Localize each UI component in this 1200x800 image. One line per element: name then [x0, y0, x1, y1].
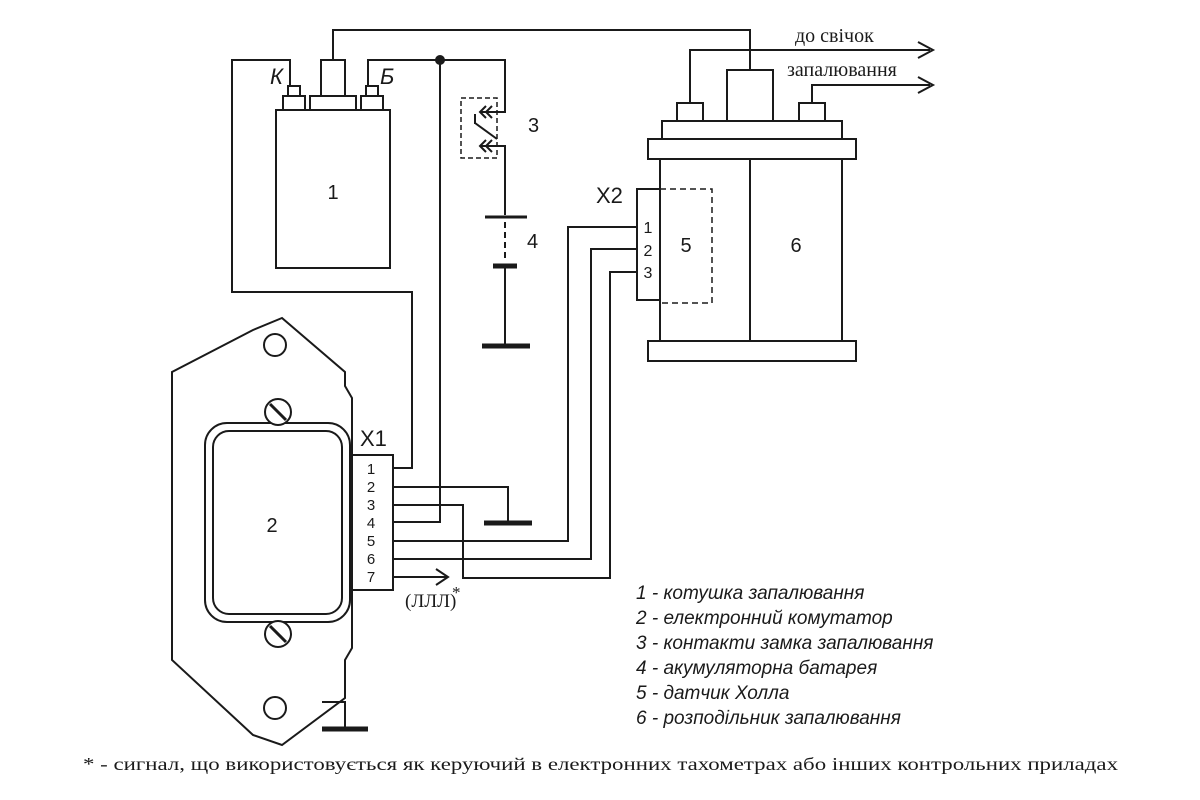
coil-number: 1 — [327, 182, 338, 204]
signal-pulse-label: (ЛЛЛ) — [405, 591, 456, 612]
screw-slots — [268, 402, 288, 644]
wire-b-to-x1-pin4 — [393, 60, 441, 523]
commutator-ground-wire — [322, 701, 346, 728]
hall-sensor-dashed-box — [659, 188, 713, 304]
x1-pin-7: 7 — [367, 569, 375, 586]
coil-terminal-b-label: Б — [380, 64, 394, 89]
mount-hole-top — [263, 333, 287, 357]
wire-x1-pin5-to-x2-pin1 — [393, 226, 637, 542]
x1-label: X1 — [360, 426, 387, 451]
wire-x1-pin2-to-ground — [393, 486, 509, 522]
coil-terminal-k-label: К — [270, 64, 284, 89]
switch-number: 3 — [528, 115, 539, 137]
distributor-cap-left-post — [676, 102, 704, 122]
coil-terminal-k — [282, 95, 306, 111]
x1-connector — [351, 454, 394, 591]
battery — [485, 215, 527, 269]
switch-blade — [474, 122, 498, 140]
switch-contact-upper — [478, 92, 506, 119]
legend-item-4: 4 - акумуляторна батарея — [636, 658, 877, 679]
coil-body — [275, 109, 391, 269]
distributor-bottom-flange — [647, 340, 857, 362]
footnote: * - сигнал, що використовується як керую… — [83, 754, 1118, 774]
x1-pin-4: 4 — [367, 515, 375, 532]
x1-pin-1: 1 — [367, 461, 375, 478]
x2-label: X2 — [596, 183, 623, 208]
output-label-line2: запалювання — [787, 59, 897, 81]
commutator-number: 2 — [266, 515, 277, 537]
commutator-inner-frame — [212, 430, 343, 615]
distributor-cap-base — [661, 120, 843, 140]
hall-sensor-number: 5 — [680, 235, 691, 257]
x1-pin-5: 5 — [367, 533, 375, 550]
wire-distributor-output-left — [689, 49, 930, 103]
legend-item-2: 2 - електронний комутатор — [635, 608, 893, 629]
legend-item-3: 3 - контакти замка запалювання — [636, 633, 933, 654]
wire-coil-to-distributor — [332, 29, 751, 70]
legend-item-5: 5 - датчик Холла — [636, 683, 789, 704]
screw-top-slot — [268, 402, 288, 422]
coil-terminal-b — [360, 95, 384, 111]
coil-terminal-k-top — [287, 85, 301, 97]
x1-pin-6: 6 — [367, 551, 375, 568]
arrowhead-output-top — [917, 41, 936, 59]
signal-arrowhead — [435, 568, 450, 586]
x1-pin-2: 2 — [367, 479, 375, 496]
screw-bottom-slot — [268, 624, 288, 644]
wires — [231, 29, 936, 586]
legend: 1 - котушка запалювання 2 - електронний … — [635, 583, 933, 729]
coil-terminal-center — [309, 95, 357, 111]
switch-contact-lower — [478, 139, 506, 153]
legend-item-6: 6 - розподільник запалювання — [636, 708, 901, 729]
output-label-line1: до свічок — [795, 25, 874, 47]
junction-node — [435, 55, 445, 65]
coil-terminal-b-top — [365, 85, 379, 97]
legend-item-1: 1 - котушка запалювання — [636, 583, 864, 604]
distributor-top-flange — [647, 138, 857, 160]
distributor — [636, 69, 857, 362]
wire-x1-pin6-to-x2-pin2 — [393, 248, 637, 560]
x2-pin-1: 1 — [644, 220, 653, 237]
x1-pin-3: 3 — [367, 497, 375, 514]
distributor-cap-center — [726, 69, 774, 122]
switch-dashed-box — [460, 97, 498, 159]
distributor-cap-right-post — [798, 102, 826, 122]
signal-asterisk: * — [452, 583, 461, 602]
ignition-switch — [460, 92, 506, 159]
mount-hole-bottom — [263, 696, 287, 720]
ignition-coil — [275, 59, 391, 269]
distributor-number: 6 — [790, 235, 801, 257]
x2-pin-2: 2 — [644, 243, 653, 260]
wire-k-to-x1-pin1 — [231, 59, 413, 469]
electronic-commutator — [171, 316, 394, 747]
x2-pin-3: 3 — [644, 265, 653, 282]
coil-terminal-center-top — [320, 59, 346, 97]
arrowhead-output-bottom — [917, 76, 936, 94]
wire-x1-pin3-to-x2-pin3 — [393, 271, 637, 579]
wire-distributor-output-right — [811, 84, 930, 103]
x2-connector — [636, 188, 661, 301]
battery-number: 4 — [527, 231, 538, 253]
